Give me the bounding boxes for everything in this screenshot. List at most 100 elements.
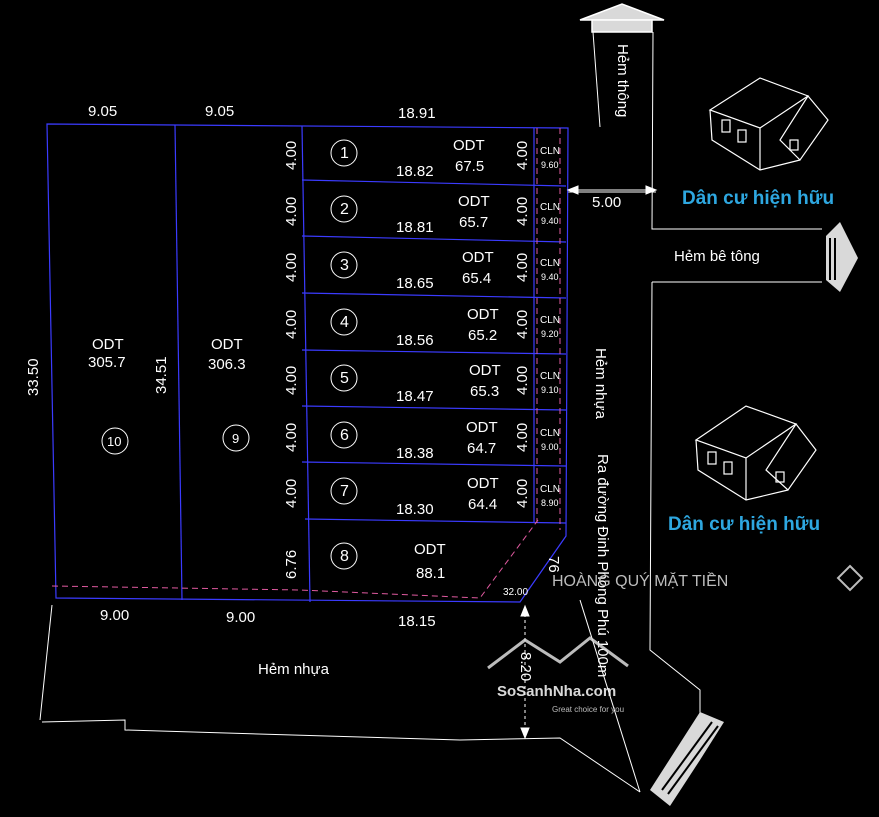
lot-5-cln: CLN bbox=[540, 371, 560, 382]
lot-10-area: 305.7 bbox=[88, 354, 126, 371]
lot-6-number-circle bbox=[330, 421, 358, 449]
lot-5-number-circle bbox=[330, 364, 358, 392]
lot-5-area: 65.3 bbox=[470, 383, 499, 400]
street-outlines bbox=[39, 31, 822, 793]
lot-6-type: ODT bbox=[466, 419, 498, 436]
lot-3-cln: CLN bbox=[540, 258, 560, 269]
lot-7-back-width: 4.00 bbox=[514, 479, 531, 508]
lot-6-number: 6 bbox=[340, 427, 349, 444]
lot-6-back-width: 4.00 bbox=[514, 423, 531, 452]
watermark-agent: HOÀNG QUÝ MẶT TIỀN bbox=[552, 564, 864, 592]
lot-7-cln-area: 8.90 bbox=[541, 498, 559, 508]
road-width-label: 5.00 bbox=[592, 194, 621, 211]
lot-4-area: 65.2 bbox=[468, 327, 497, 344]
lot-2-area: 65.7 bbox=[459, 214, 488, 231]
lot-5-width: 4.00 bbox=[283, 366, 300, 395]
house-icon-bottom bbox=[694, 405, 817, 501]
dim-middle-side: 34.51 bbox=[153, 356, 170, 394]
lot-5-cln-area: 9.10 bbox=[541, 385, 559, 395]
dim-top-left-a: 9.05 bbox=[88, 103, 117, 120]
lot-7: 4.00 7 ODT 64.4 18.30 4.00 CLN 8.90 bbox=[283, 475, 560, 518]
lot-2-number: 2 bbox=[340, 201, 349, 218]
lot-6: 4.00 6 ODT 64.7 18.38 4.00 CLN 9.00 bbox=[283, 419, 560, 462]
lot-8-type: ODT bbox=[414, 541, 446, 558]
lot-2-depth: 18.81 bbox=[396, 219, 434, 236]
lot-8: 6.76 8 ODT 88.1 bbox=[283, 541, 446, 582]
dim-corner-bottom: 32.00 bbox=[503, 587, 528, 598]
bottom-right-arrow-icon bbox=[650, 712, 724, 806]
lot-1-type: ODT bbox=[453, 137, 485, 154]
lot-2-back-width: 4.00 bbox=[514, 197, 531, 226]
lot-3-back-width: 4.00 bbox=[514, 253, 531, 282]
lot-4-number-circle bbox=[330, 308, 358, 336]
lot-4-cln: CLN bbox=[540, 315, 560, 326]
neighbor-label-top: Dân cư hiện hữu bbox=[682, 188, 834, 209]
boundary-dashes bbox=[51, 128, 561, 599]
lot-2-number-circle bbox=[330, 195, 358, 223]
lot-10-type: ODT bbox=[92, 336, 124, 353]
dim-top-right: 18.91 bbox=[398, 105, 436, 122]
dim-corner-side: 76 bbox=[545, 556, 562, 573]
lot-4-depth: 18.56 bbox=[396, 332, 434, 349]
lot-1-back-width: 4.00 bbox=[514, 141, 531, 170]
lot-3-width: 4.00 bbox=[283, 253, 300, 282]
lot-2-type: ODT bbox=[458, 193, 490, 210]
lot-7-number-circle bbox=[330, 477, 358, 505]
lot-1-number-circle bbox=[330, 139, 358, 167]
lot-7-type: ODT bbox=[467, 475, 499, 492]
lot-6-depth: 18.38 bbox=[396, 445, 434, 462]
street-label-hem-be-tong: Hẻm bê tông bbox=[674, 248, 760, 265]
lot-3-cln-area: 9.40 bbox=[541, 272, 559, 282]
lot-7-number: 7 bbox=[340, 483, 349, 500]
lot-10: ODT 305.7 10 bbox=[88, 336, 129, 455]
lot-6-area: 64.7 bbox=[467, 440, 496, 457]
lot-2-cln: CLN bbox=[540, 202, 560, 213]
lot-7-area: 64.4 bbox=[468, 496, 497, 513]
lot-5-back-width: 4.00 bbox=[514, 366, 531, 395]
lot-7-depth: 18.30 bbox=[396, 501, 434, 518]
lot-8-area: 88.1 bbox=[416, 565, 445, 582]
dim-top-left-b: 9.05 bbox=[205, 103, 234, 120]
dim-left-side: 33.50 bbox=[25, 358, 42, 396]
lot-3-type: ODT bbox=[462, 249, 494, 266]
lot-5-number: 5 bbox=[340, 370, 349, 387]
watermark-site-slogan: Great choice for you bbox=[552, 705, 624, 714]
street-label-hem-nhua-right: Hẻm nhựa bbox=[592, 348, 609, 420]
lot-1-width: 4.00 bbox=[283, 141, 300, 170]
lot-8-width: 6.76 bbox=[283, 550, 300, 579]
lot-9-type: ODT bbox=[211, 336, 243, 353]
road-dimension-line bbox=[520, 185, 658, 740]
lot-5-type: ODT bbox=[469, 362, 501, 379]
lot-4-back-width: 4.00 bbox=[514, 310, 531, 339]
lot-4-width: 4.00 bbox=[283, 310, 300, 339]
lot-6-width: 4.00 bbox=[283, 423, 300, 452]
lot-1-cln: CLN bbox=[540, 146, 560, 157]
lot-6-cln-area: 9.00 bbox=[541, 442, 559, 452]
dim-bottom-left-a: 9.00 bbox=[100, 607, 129, 624]
street-label-hem-thong: Hẻm thông bbox=[614, 44, 631, 117]
watermark-agent-text: HOÀNG QUÝ MẶT TIỀN bbox=[552, 571, 728, 590]
lot-6-cln: CLN bbox=[540, 428, 560, 439]
watermark-site-brand: SoSanhNha.com bbox=[497, 683, 616, 700]
lot-8-number: 8 bbox=[340, 548, 349, 565]
top-arrow-icon bbox=[579, 3, 665, 33]
lot-3-depth: 18.65 bbox=[396, 275, 434, 292]
dim-bottom-right: 18.15 bbox=[398, 613, 436, 630]
parcel-lines bbox=[46, 123, 569, 603]
lot-7-cln: CLN bbox=[540, 484, 560, 495]
lot-7-width: 4.00 bbox=[283, 479, 300, 508]
lot-9: ODT 306.3 9 bbox=[208, 336, 250, 452]
right-arrow-icon bbox=[826, 222, 858, 292]
neighbor-label-bottom: Dân cư hiện hữu bbox=[668, 514, 820, 535]
lot-2-width: 4.00 bbox=[283, 197, 300, 226]
watermark-site: SoSanhNha.com Great choice for you bbox=[487, 636, 629, 714]
lot-9-area: 306.3 bbox=[208, 356, 246, 373]
lot-3-area: 65.4 bbox=[462, 270, 491, 287]
lot-1-cln-area: 9.60 bbox=[541, 160, 559, 170]
